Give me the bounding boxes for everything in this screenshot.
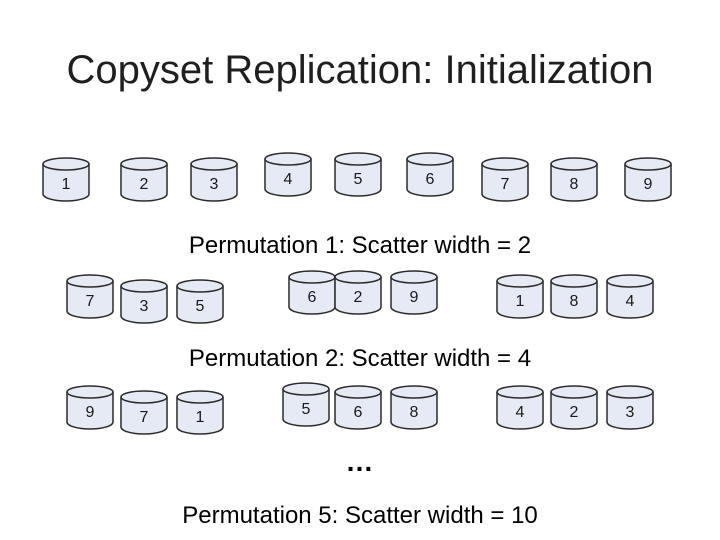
disk-label: 6 bbox=[425, 171, 435, 188]
disk-label: 4 bbox=[515, 404, 525, 421]
disk-node: 8 bbox=[390, 385, 438, 431]
disk-node: 5 bbox=[334, 152, 382, 198]
disk-label: 6 bbox=[353, 404, 363, 421]
disk-node: 1 bbox=[42, 157, 90, 203]
disk-label: 9 bbox=[643, 176, 653, 193]
disk-node: 5 bbox=[176, 279, 224, 325]
disk-label: 2 bbox=[353, 289, 363, 306]
permutation-2-caption: Permutation 2: Scatter width = 4 bbox=[188, 345, 532, 372]
disk-node: 3 bbox=[606, 385, 654, 431]
disk-node: 8 bbox=[550, 157, 598, 203]
disk-label: 2 bbox=[139, 176, 149, 193]
disk-label: 5 bbox=[195, 298, 205, 315]
disk-label: 3 bbox=[139, 298, 149, 315]
disk-label: 2 bbox=[569, 404, 579, 421]
disk-label: 1 bbox=[61, 176, 71, 193]
disk-node: 7 bbox=[66, 274, 114, 320]
disk-node: 2 bbox=[334, 270, 382, 316]
ellipsis: … bbox=[345, 446, 375, 477]
disk-node: 5 bbox=[282, 382, 330, 428]
disk-node: 3 bbox=[190, 157, 238, 203]
disk-node: 8 bbox=[550, 274, 598, 320]
disk-label: 5 bbox=[301, 401, 311, 418]
disk-node: 1 bbox=[176, 390, 224, 436]
disk-label: 7 bbox=[500, 176, 510, 193]
slide-title: Copyset Replication: Initialization bbox=[66, 48, 654, 92]
permutation-1-caption: Permutation 1: Scatter width = 2 bbox=[188, 232, 532, 259]
permutation-5-caption: Permutation 5: Scatter width = 10 bbox=[182, 502, 538, 529]
disk-label: 9 bbox=[85, 404, 95, 421]
disk-node: 2 bbox=[550, 385, 598, 431]
disk-label: 8 bbox=[569, 176, 579, 193]
disk-node: 2 bbox=[120, 157, 168, 203]
disk-node: 3 bbox=[120, 279, 168, 325]
disk-node: 9 bbox=[390, 270, 438, 316]
disk-label: 9 bbox=[409, 289, 419, 306]
disk-label: 4 bbox=[283, 171, 293, 188]
disk-node: 7 bbox=[481, 157, 529, 203]
disk-label: 7 bbox=[85, 293, 95, 310]
disk-node: 4 bbox=[496, 385, 544, 431]
disk-node: 1 bbox=[496, 274, 544, 320]
disk-label: 3 bbox=[209, 176, 219, 193]
disk-label: 8 bbox=[409, 404, 419, 421]
disk-label: 1 bbox=[515, 293, 525, 310]
disk-node: 9 bbox=[66, 385, 114, 431]
disk-node: 4 bbox=[264, 152, 312, 198]
disk-node: 9 bbox=[624, 157, 672, 203]
disk-label: 6 bbox=[307, 289, 317, 306]
disk-label: 8 bbox=[569, 293, 579, 310]
disk-label: 3 bbox=[625, 404, 635, 421]
disk-node: 6 bbox=[406, 152, 454, 198]
disk-node: 6 bbox=[334, 385, 382, 431]
disk-label: 7 bbox=[139, 409, 149, 426]
disk-label: 4 bbox=[625, 293, 635, 310]
disk-label: 1 bbox=[195, 409, 205, 426]
disk-node: 6 bbox=[288, 270, 336, 316]
disk-label: 5 bbox=[353, 171, 363, 188]
disk-node: 7 bbox=[120, 390, 168, 436]
disk-node: 4 bbox=[606, 274, 654, 320]
